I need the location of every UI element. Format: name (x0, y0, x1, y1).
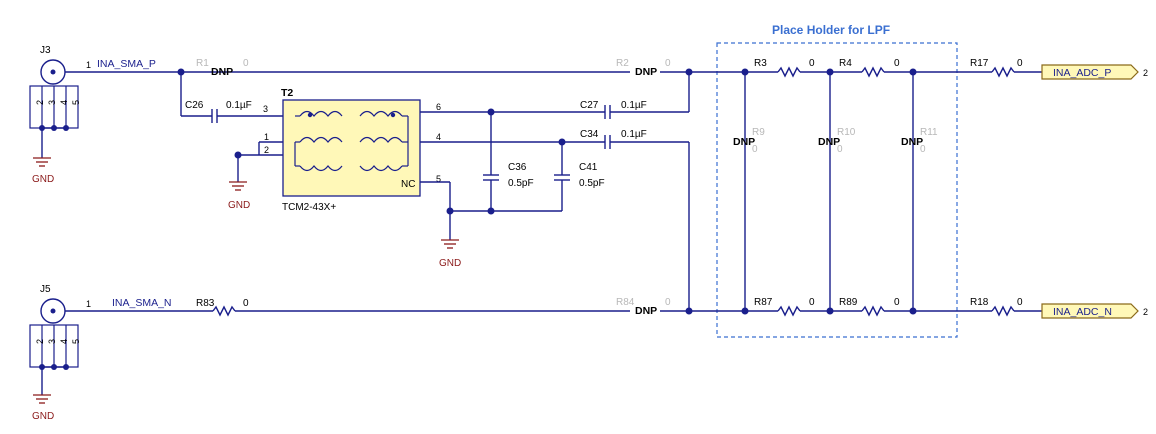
svg-text:5: 5 (71, 100, 81, 105)
t2-nc: NC (401, 179, 415, 190)
j3-ref: J3 (40, 45, 51, 56)
svg-text:1: 1 (86, 299, 91, 309)
lpf-placeholder-box (716, 42, 958, 338)
j3-gnd-label: GND (32, 174, 54, 185)
j5-gnd-label: GND (32, 411, 54, 422)
r11-value: 0 (920, 144, 926, 155)
r83-ref: R83 (196, 298, 215, 309)
r9-ref: R9 (752, 127, 765, 138)
connector-j3: J3 2 3 4 5 GND 1 INA_SMA_P (29, 45, 156, 185)
svg-text:2: 2 (1143, 68, 1148, 78)
r87-value: 0 (809, 297, 815, 308)
r9-value: 0 (752, 144, 758, 155)
r4-ref: R4 (839, 58, 852, 69)
svg-text:INA_ADC_P: INA_ADC_P (1053, 67, 1111, 79)
port-ina-adc-p: INA_ADC_P 2 (1041, 64, 1148, 80)
svg-text:5: 5 (436, 174, 441, 184)
r2-dnp: DNP (635, 66, 657, 78)
svg-text:3: 3 (47, 100, 57, 105)
cap-gnd-label: GND (439, 258, 461, 269)
svg-text:2: 2 (35, 100, 45, 105)
r17-ref: R17 (970, 58, 989, 69)
svg-text:3: 3 (263, 104, 268, 114)
c26-ref: C26 (185, 100, 204, 111)
c34-value: 0.1µF (621, 129, 647, 140)
connector-j5: J5 2 3 4 5 GND 1 INA_SMA_N (29, 284, 172, 422)
r3-ref: R3 (754, 58, 767, 69)
r18-ref: R18 (970, 297, 989, 308)
svg-text:6: 6 (436, 102, 441, 112)
svg-text:1: 1 (264, 132, 269, 142)
r10-dnp: DNP (818, 136, 840, 148)
svg-text:5: 5 (71, 339, 81, 344)
t2-part: TCM2-43X+ (282, 202, 336, 213)
r87-ref: R87 (754, 297, 773, 308)
c26-value: 0.1µF (226, 100, 252, 111)
svg-text:4: 4 (59, 339, 69, 344)
c27-ref: C27 (580, 100, 599, 111)
j5-ref: J5 (40, 284, 51, 295)
c27-value: 0.1µF (621, 100, 647, 111)
r1-value: 0 (243, 58, 249, 69)
r1-ref: R1 (196, 58, 209, 69)
r3-value: 0 (809, 58, 815, 69)
svg-text:3: 3 (47, 339, 57, 344)
r2-ref: R2 (616, 58, 629, 69)
t2-gnd-label: GND (228, 200, 250, 211)
r89-ref: R89 (839, 297, 858, 308)
net-ina-sma-p: INA_SMA_P (97, 58, 156, 70)
c41-value: 0.5pF (579, 178, 605, 189)
r11-dnp: DNP (901, 136, 923, 148)
r1-dnp: DNP (211, 66, 233, 78)
r84-value: 0 (665, 297, 671, 308)
svg-text:4: 4 (436, 132, 441, 142)
r4-value: 0 (894, 58, 900, 69)
svg-text:1: 1 (86, 60, 91, 70)
r9-dnp: DNP (733, 136, 755, 148)
c36-value: 0.5pF (508, 178, 534, 189)
t2-ref: T2 (281, 87, 293, 99)
c41-ref: C41 (579, 162, 598, 173)
r10-value: 0 (837, 144, 843, 155)
svg-text:2: 2 (1143, 307, 1148, 317)
lpf-title: Place Holder for LPF (772, 23, 890, 37)
r17-value: 0 (1017, 58, 1023, 69)
c36-ref: C36 (508, 162, 527, 173)
c34-ref: C34 (580, 129, 599, 140)
r84-ref: R84 (616, 297, 635, 308)
r10-ref: R10 (837, 127, 856, 138)
svg-text:2: 2 (264, 145, 269, 155)
r11-ref: R11 (920, 127, 938, 138)
transformer-t2: T2 TCM2-43X+ 3 1 2 6 4 5 NC (263, 87, 441, 213)
r83-value: 0 (243, 298, 249, 309)
r89-value: 0 (894, 297, 900, 308)
r18-value: 0 (1017, 297, 1023, 308)
svg-text:INA_ADC_N: INA_ADC_N (1053, 306, 1112, 318)
svg-text:4: 4 (59, 100, 69, 105)
port-ina-adc-n: INA_ADC_N 2 (1041, 303, 1148, 319)
svg-text:2: 2 (35, 339, 45, 344)
r84-dnp: DNP (635, 305, 657, 317)
net-ina-sma-n: INA_SMA_N (112, 297, 172, 309)
r2-value: 0 (665, 58, 671, 69)
